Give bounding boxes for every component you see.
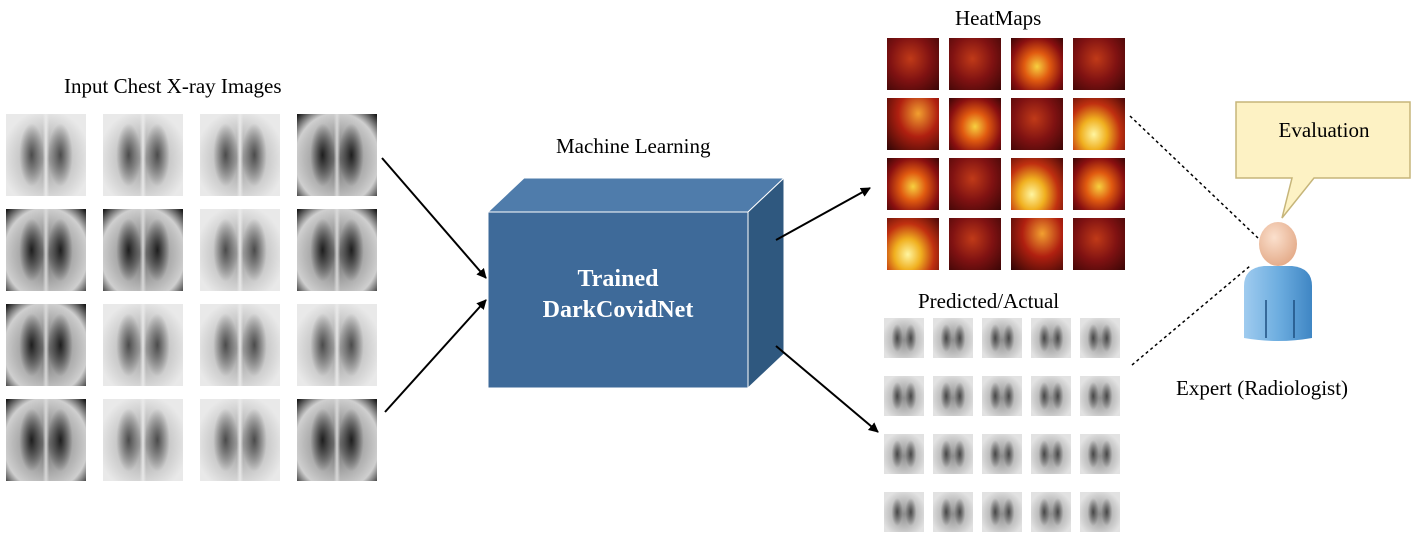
prediction-thumbnail: [1031, 492, 1071, 532]
heatmap-thumbnail: [949, 158, 1001, 210]
heatmap-thumbnail: [887, 98, 939, 150]
prediction-thumbnail: [982, 318, 1022, 358]
prediction-thumbnail: [933, 376, 973, 416]
arrow-heatmaps: [775, 187, 871, 241]
xray-thumbnail: [103, 304, 183, 386]
prediction-thumbnail: [1031, 376, 1071, 416]
xray-thumbnail: [200, 399, 280, 481]
heatmap-thumbnail: [1073, 158, 1125, 210]
heatmap-thumbnail: [1011, 38, 1063, 90]
prediction-thumbnail: [1080, 434, 1120, 474]
model-box-text: Trained DarkCovidNet: [488, 264, 748, 326]
heatmap-thumbnail: [949, 218, 1001, 270]
prediction-thumbnail: [1031, 434, 1071, 474]
xray-thumbnail: [200, 114, 280, 196]
xray-thumbnail: [103, 114, 183, 196]
heatmap-thumbnail: [949, 38, 1001, 90]
heatmap-thumbnail: [887, 218, 939, 270]
model-name-line2: DarkCovidNet: [542, 297, 694, 323]
prediction-thumbnail: [884, 434, 924, 474]
prediction-thumbnail: [982, 376, 1022, 416]
heatmap-thumbnail: [1073, 218, 1125, 270]
prediction-thumbnail: [884, 492, 924, 532]
xray-thumbnail: [6, 399, 86, 481]
input-xray-grid: [6, 114, 377, 481]
heatmap-thumbnail: [1073, 98, 1125, 150]
xray-thumbnail: [297, 399, 377, 481]
xray-thumbnail: [103, 209, 183, 291]
speech-bubble-icon: [1235, 101, 1411, 219]
xray-thumbnail: [297, 114, 377, 196]
xray-thumbnail: [200, 209, 280, 291]
prediction-thumbnail: [1080, 492, 1120, 532]
prediction-thumbnail: [982, 434, 1022, 474]
model-box-front: [487, 211, 749, 389]
heatmap-thumbnail: [887, 38, 939, 90]
heatmap-thumbnail: [949, 98, 1001, 150]
arrow-input-top: [381, 157, 487, 279]
input-images-label: Input Chest X-ray Images: [64, 74, 282, 98]
heatmap-thumbnail: [1073, 38, 1125, 90]
heatmap-thumbnail: [1011, 218, 1063, 270]
prediction-thumbnail: [933, 492, 973, 532]
evaluation-label: Evaluation: [1278, 118, 1370, 142]
prediction-thumbnail: [1080, 318, 1120, 358]
prediction-grid: [884, 318, 1120, 532]
heatmap-grid: [887, 38, 1125, 270]
xray-thumbnail: [6, 209, 86, 291]
model-box: [486, 176, 786, 390]
model-name-line1: Trained: [577, 266, 659, 292]
person-icon: [1244, 222, 1312, 341]
prediction-thumbnail: [884, 318, 924, 358]
prediction-thumbnail: [1031, 318, 1071, 358]
predicted-actual-label: Predicted/Actual: [918, 289, 1060, 313]
heatmap-thumbnail: [1011, 98, 1063, 150]
prediction-thumbnail: [1080, 376, 1120, 416]
heatmap-thumbnail: [1011, 158, 1063, 210]
xray-thumbnail: [200, 304, 280, 386]
arrow-predictions: [775, 345, 879, 433]
expert-label: Expert (Radiologist): [1176, 376, 1349, 400]
prediction-thumbnail: [884, 376, 924, 416]
machine-learning-label: Machine Learning: [556, 134, 711, 158]
prediction-thumbnail: [982, 492, 1022, 532]
xray-thumbnail: [103, 399, 183, 481]
xray-thumbnail: [297, 304, 377, 386]
xray-thumbnail: [6, 114, 86, 196]
prediction-thumbnail: [933, 434, 973, 474]
heatmap-thumbnail: [887, 158, 939, 210]
dotted-link-predictions: [1131, 265, 1251, 366]
xray-thumbnail: [6, 304, 86, 386]
heatmaps-label: HeatMaps: [955, 6, 1042, 30]
arrow-input-bottom: [384, 299, 487, 413]
xray-thumbnail: [297, 209, 377, 291]
prediction-thumbnail: [933, 318, 973, 358]
